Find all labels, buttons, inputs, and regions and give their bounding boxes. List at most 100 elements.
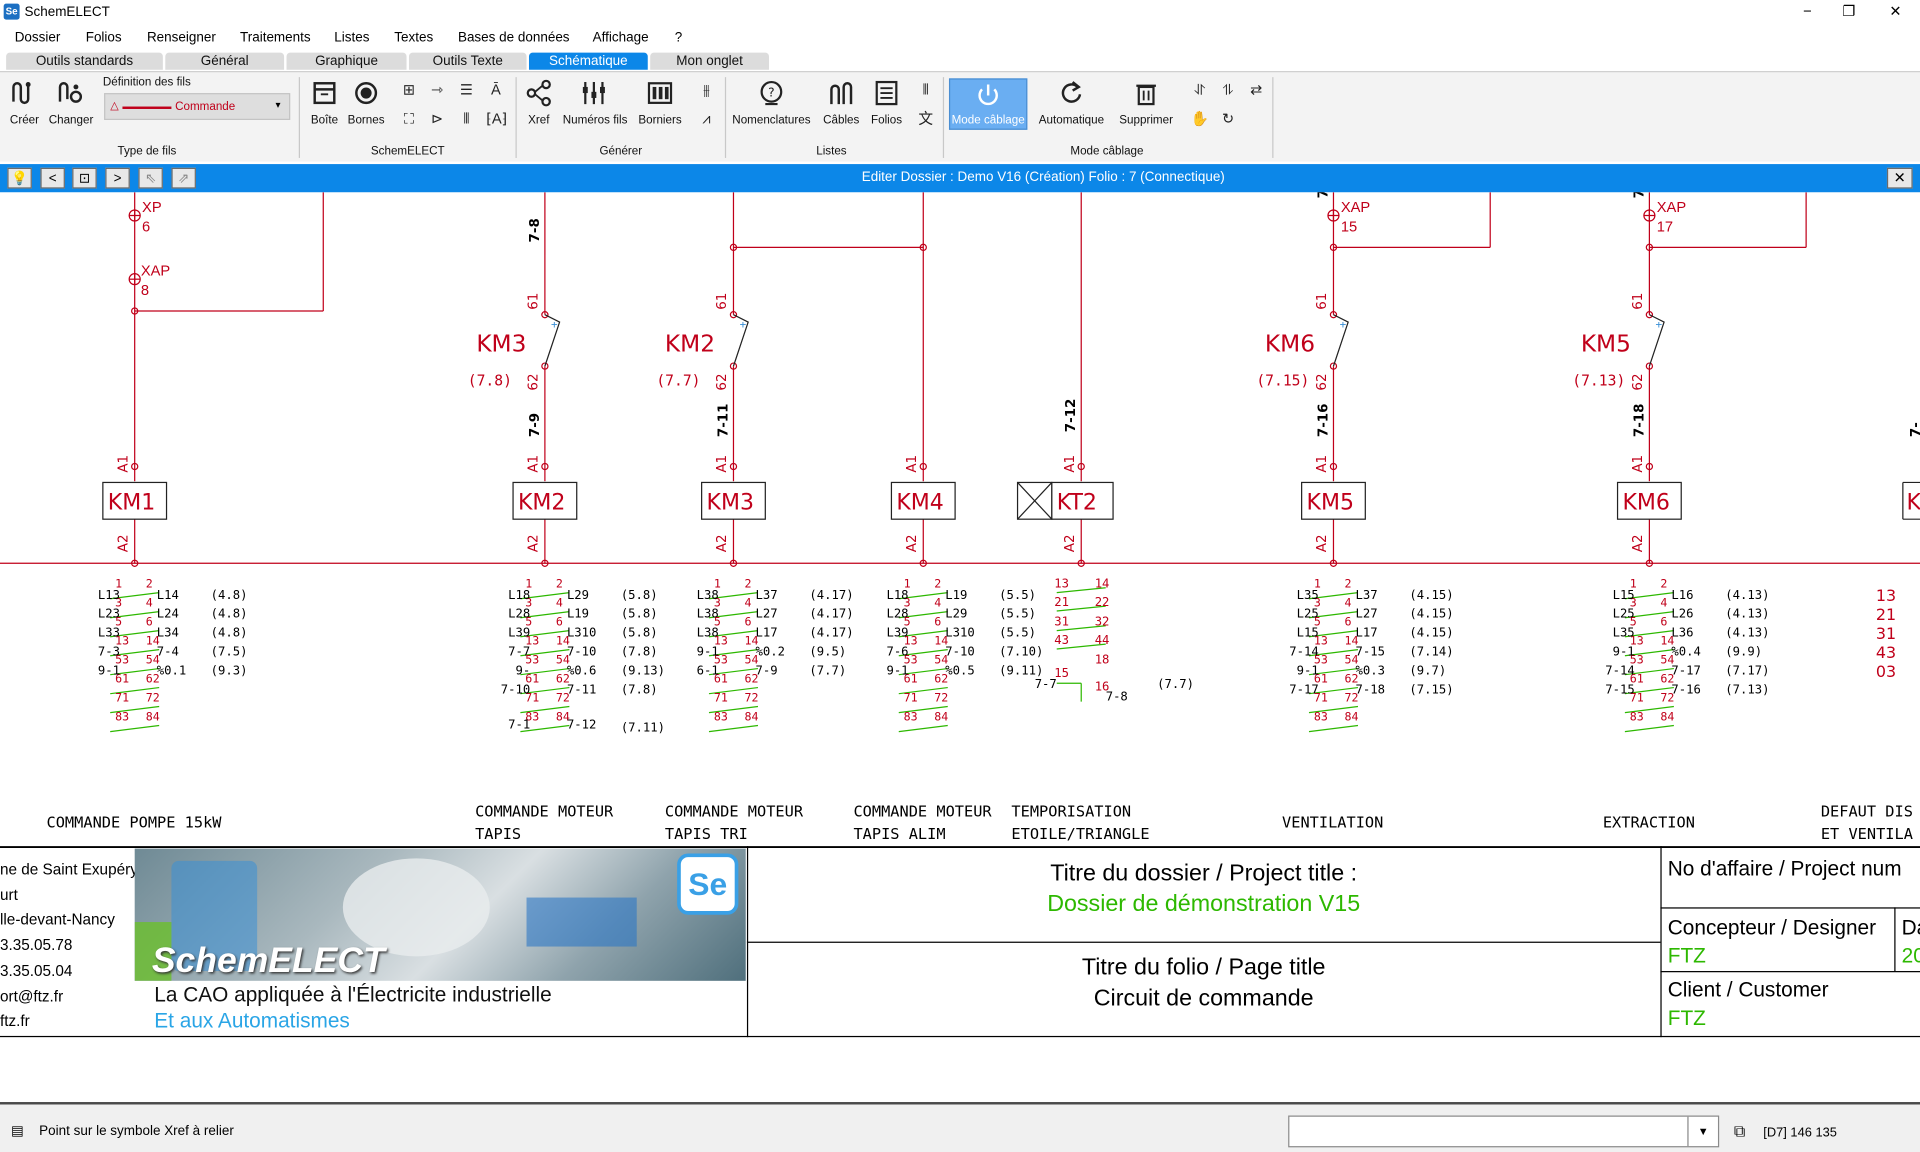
wire-join-icon[interactable]: ⥮ — [1222, 80, 1234, 98]
trash-icon[interactable] — [1133, 80, 1160, 107]
borniers-label[interactable]: Borniers — [638, 113, 682, 128]
text-frame-icon[interactable]: ⁅A⁆ — [486, 110, 508, 128]
folios-icon[interactable] — [873, 80, 900, 107]
align-center-icon[interactable]: ☰ — [459, 80, 474, 98]
xref-ref: (5.5) — [999, 607, 1036, 621]
xref-pin: 2 — [934, 577, 941, 591]
menu-bases[interactable]: Bases de données — [457, 30, 570, 46]
arrow-line-icon[interactable]: ⇾ — [430, 80, 444, 98]
contact-name: KM3 — [476, 330, 526, 357]
terminal-icon[interactable] — [353, 80, 380, 107]
nomenclature-icon[interactable]: ? — [758, 80, 785, 107]
menu-renseigner[interactable]: Renseigner — [146, 30, 216, 46]
automatique-label[interactable]: Automatique — [1038, 113, 1105, 128]
xref-ref: (4.8) — [211, 588, 248, 602]
mode-cablage-button[interactable]: Mode câblage — [948, 78, 1028, 130]
auto-refresh-icon[interactable] — [1057, 80, 1084, 107]
xref-right: 7-17 — [1671, 664, 1700, 678]
window-mode-icon[interactable]: ⧉ — [1733, 1121, 1746, 1141]
xref-icon[interactable] — [525, 79, 552, 107]
menu-help[interactable]: ? — [674, 30, 683, 46]
cables-label[interactable]: Câbles — [823, 113, 860, 128]
translate-icon[interactable]: 文 — [918, 110, 934, 128]
contact-symbol — [732, 314, 749, 367]
xref-left: L25 — [1613, 607, 1635, 621]
tab-outils-standards[interactable]: Outils standards — [6, 52, 163, 70]
boite-label[interactable]: Boîte — [310, 113, 339, 128]
lightbulb-icon[interactable]: 💡 — [7, 167, 32, 189]
box-icon[interactable] — [311, 80, 338, 107]
xref-pin: 62 — [934, 672, 948, 686]
minimize-button[interactable]: − — [1803, 2, 1812, 20]
arrow-up-right-icon[interactable]: ⇗ — [171, 167, 196, 189]
chevron-down-icon[interactable]: ▼ — [1687, 1116, 1718, 1147]
caption: COMMANDE POMPE 15kW — [47, 814, 223, 832]
pin-label: A1 — [715, 455, 730, 473]
supprimer-label[interactable]: Supprimer — [1119, 113, 1173, 128]
wire-create-icon[interactable] — [10, 80, 37, 107]
list-columns-icon[interactable]: ⦀ — [922, 80, 929, 98]
xref-pin: 6 — [934, 615, 941, 629]
menu-textes[interactable]: Textes — [394, 30, 434, 46]
coil-box — [102, 481, 168, 520]
nomenclatures-label[interactable]: Nomenclatures — [732, 113, 811, 128]
xref-contact — [1308, 667, 1359, 676]
creer-label[interactable]: Créer — [9, 113, 40, 128]
menu-traitements[interactable]: Traitements — [240, 30, 311, 46]
columns-icon[interactable]: ⦀ — [463, 110, 470, 128]
wire-tool-icon[interactable]: ⫵ — [703, 80, 710, 98]
power-icon — [978, 84, 998, 106]
next-icon[interactable]: > — [105, 167, 130, 189]
command-combo[interactable]: ▼ — [1288, 1115, 1720, 1148]
banner-line-1: La CAO appliquée à l'Électricite industr… — [154, 983, 552, 1007]
arrow-up-left-icon[interactable]: ⇖ — [138, 167, 163, 189]
tab-mon-onglet[interactable]: Mon onglet — [650, 52, 769, 70]
schematic-drawing[interactable]: XP6XAP8XAP15XAP17++++6162616261626162A1A… — [0, 192, 1920, 1102]
changer-label[interactable]: Changer — [48, 113, 94, 128]
add-box-icon[interactable]: ⊞ — [402, 80, 416, 98]
wire-number: 7-12 — [1064, 399, 1079, 433]
xref-label[interactable]: Xref — [528, 113, 550, 128]
cables-icon[interactable] — [828, 80, 855, 107]
tab-graphique[interactable]: Graphique — [286, 52, 407, 70]
contact-name: KM6 — [1265, 330, 1315, 357]
xref-pin: 14 — [1095, 577, 1110, 591]
bornes-label[interactable]: Bornes — [347, 113, 385, 128]
frame-icon[interactable]: ⛶ — [403, 110, 415, 128]
xref-left: L23 — [98, 607, 120, 621]
menu-affichage[interactable]: Affichage — [592, 30, 649, 46]
tab-schematique[interactable]: Schématique — [528, 52, 648, 70]
wire-definition-select[interactable]: △ Commande ▾ — [104, 93, 291, 121]
prev-icon[interactable]: < — [40, 167, 65, 189]
menu-listes[interactable]: Listes — [334, 30, 370, 46]
maximize-button[interactable]: ❐ — [1842, 2, 1856, 20]
hand-icon[interactable]: ✋ — [1190, 110, 1210, 128]
folios-label[interactable]: Folios — [871, 113, 903, 128]
coil-box — [1301, 481, 1366, 520]
terminal-strip-icon[interactable] — [647, 80, 674, 107]
wire-erase-icon[interactable]: ⩘ — [702, 110, 711, 128]
wire-split-icon[interactable]: ⥯ — [1194, 80, 1206, 98]
contact-ref: (7.15) — [1256, 373, 1309, 390]
zoom-page-icon[interactable]: ⊡ — [72, 167, 97, 189]
window-close-button[interactable]: ✕ — [1889, 2, 1902, 20]
tab-outils-texte[interactable]: Outils Texte — [408, 52, 527, 70]
swap-icon[interactable]: ⇄ — [1250, 80, 1263, 98]
xref-contact — [1308, 611, 1359, 619]
rotate-icon[interactable]: ↻ — [1222, 110, 1235, 128]
editor-close-button[interactable]: ✕ — [1886, 167, 1913, 189]
play-line-icon[interactable]: ⊳ — [430, 110, 444, 128]
xref-pin: 1 — [904, 577, 911, 591]
xref-pin: 2 — [1660, 577, 1667, 591]
junction-dot — [541, 362, 549, 370]
menu-dossier[interactable]: Dossier — [14, 30, 61, 46]
numeros-fils-label[interactable]: Numéros fils — [562, 113, 628, 128]
xref-pin: 5 — [714, 615, 721, 629]
wire-numbers-icon[interactable] — [580, 80, 607, 107]
text-align-icon[interactable]: Ā — [491, 80, 501, 98]
tab-general[interactable]: Général — [165, 52, 285, 70]
wire-change-icon[interactable] — [56, 80, 83, 107]
junction-dot — [1329, 559, 1338, 567]
menu-folios[interactable]: Folios — [85, 30, 122, 46]
